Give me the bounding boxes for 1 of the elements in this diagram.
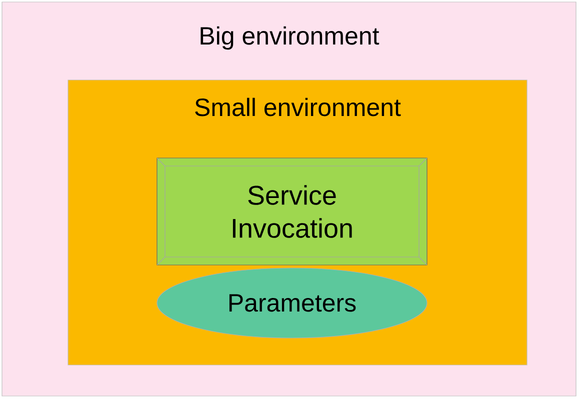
- service-box: Service Invocation: [156, 158, 428, 266]
